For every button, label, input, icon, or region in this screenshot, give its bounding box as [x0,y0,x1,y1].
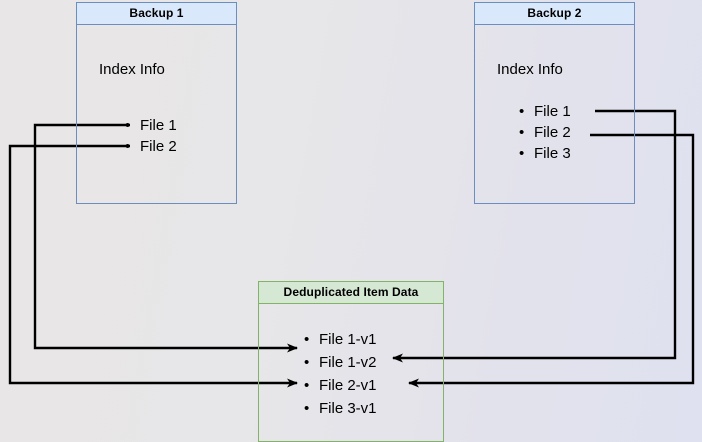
backup1-file-list: File 1 File 2 [125,115,177,157]
backup1-box[interactable]: Backup 1 Index Info File 1 File 2 [76,2,237,204]
backup2-file-item[interactable]: File 3 [519,143,571,164]
backup1-index-info-label: Index Info [99,61,165,78]
dedup-item[interactable]: File 1-v2 [304,351,377,374]
dedup-item[interactable]: File 3-v1 [304,397,377,420]
backup2-box[interactable]: Backup 2 Index Info File 1 File 2 File 3 [474,2,635,204]
backup2-file-list: File 1 File 2 File 3 [519,101,571,164]
backup1-file-item[interactable]: File 2 [125,136,177,157]
backup2-file-item[interactable]: File 2 [519,122,571,143]
dedup-title: Deduplicated Item Data [259,282,443,304]
backup2-index-info-label: Index Info [497,61,563,78]
backup2-file-item[interactable]: File 1 [519,101,571,122]
dedup-item[interactable]: File 2-v1 [304,374,377,397]
backup1-file-item[interactable]: File 1 [125,115,177,136]
backup2-title: Backup 2 [475,3,634,25]
backup1-body: Index Info File 1 File 2 [77,25,236,203]
dedup-item[interactable]: File 1-v1 [304,328,377,351]
backup1-title: Backup 1 [77,3,236,25]
backup2-body: Index Info File 1 File 2 File 3 [475,25,634,203]
dedup-body: File 1-v1 File 1-v2 File 2-v1 File 3-v1 [259,304,443,441]
dedup-box[interactable]: Deduplicated Item Data File 1-v1 File 1-… [258,281,444,442]
dedup-item-list: File 1-v1 File 1-v2 File 2-v1 File 3-v1 [304,328,377,420]
